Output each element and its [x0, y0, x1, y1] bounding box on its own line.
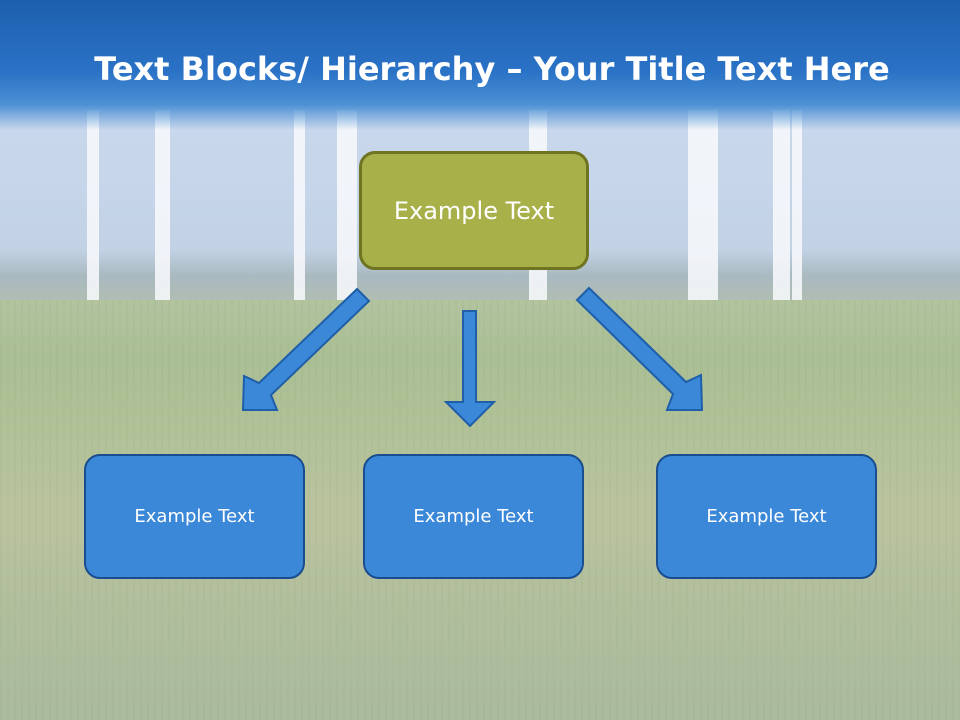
arrow-down-right — [575, 286, 704, 411]
top-level-box[interactable]: Example Text — [359, 151, 589, 270]
slide-title-bold: Text Blocks/ Hierarchy — [94, 50, 496, 88]
child-box-left[interactable]: Example Text — [84, 454, 305, 579]
slide-title-rest: – Your Title Text Here — [495, 50, 890, 88]
wind-turbine-tower — [773, 110, 790, 306]
wind-turbine-tower — [792, 110, 802, 306]
wind-turbine-tower — [155, 110, 170, 300]
child-box-right-label: Example Text — [706, 506, 827, 527]
wind-turbine-tower — [337, 110, 357, 300]
title-bar — [0, 0, 960, 130]
child-box-center[interactable]: Example Text — [363, 454, 584, 579]
child-box-left-label: Example Text — [134, 506, 255, 527]
arrow-down-left — [241, 287, 371, 411]
slide-title: Text Blocks/ Hierarchy – Your Title Text… — [0, 50, 960, 88]
wind-turbine-tower — [87, 110, 99, 300]
wind-turbine-tower — [688, 110, 718, 306]
arrow-down-center — [443, 310, 497, 428]
top-level-box-label: Example Text — [393, 196, 555, 225]
child-box-center-label: Example Text — [413, 506, 534, 527]
wind-turbine-tower — [294, 110, 305, 300]
child-box-right[interactable]: Example Text — [656, 454, 877, 579]
